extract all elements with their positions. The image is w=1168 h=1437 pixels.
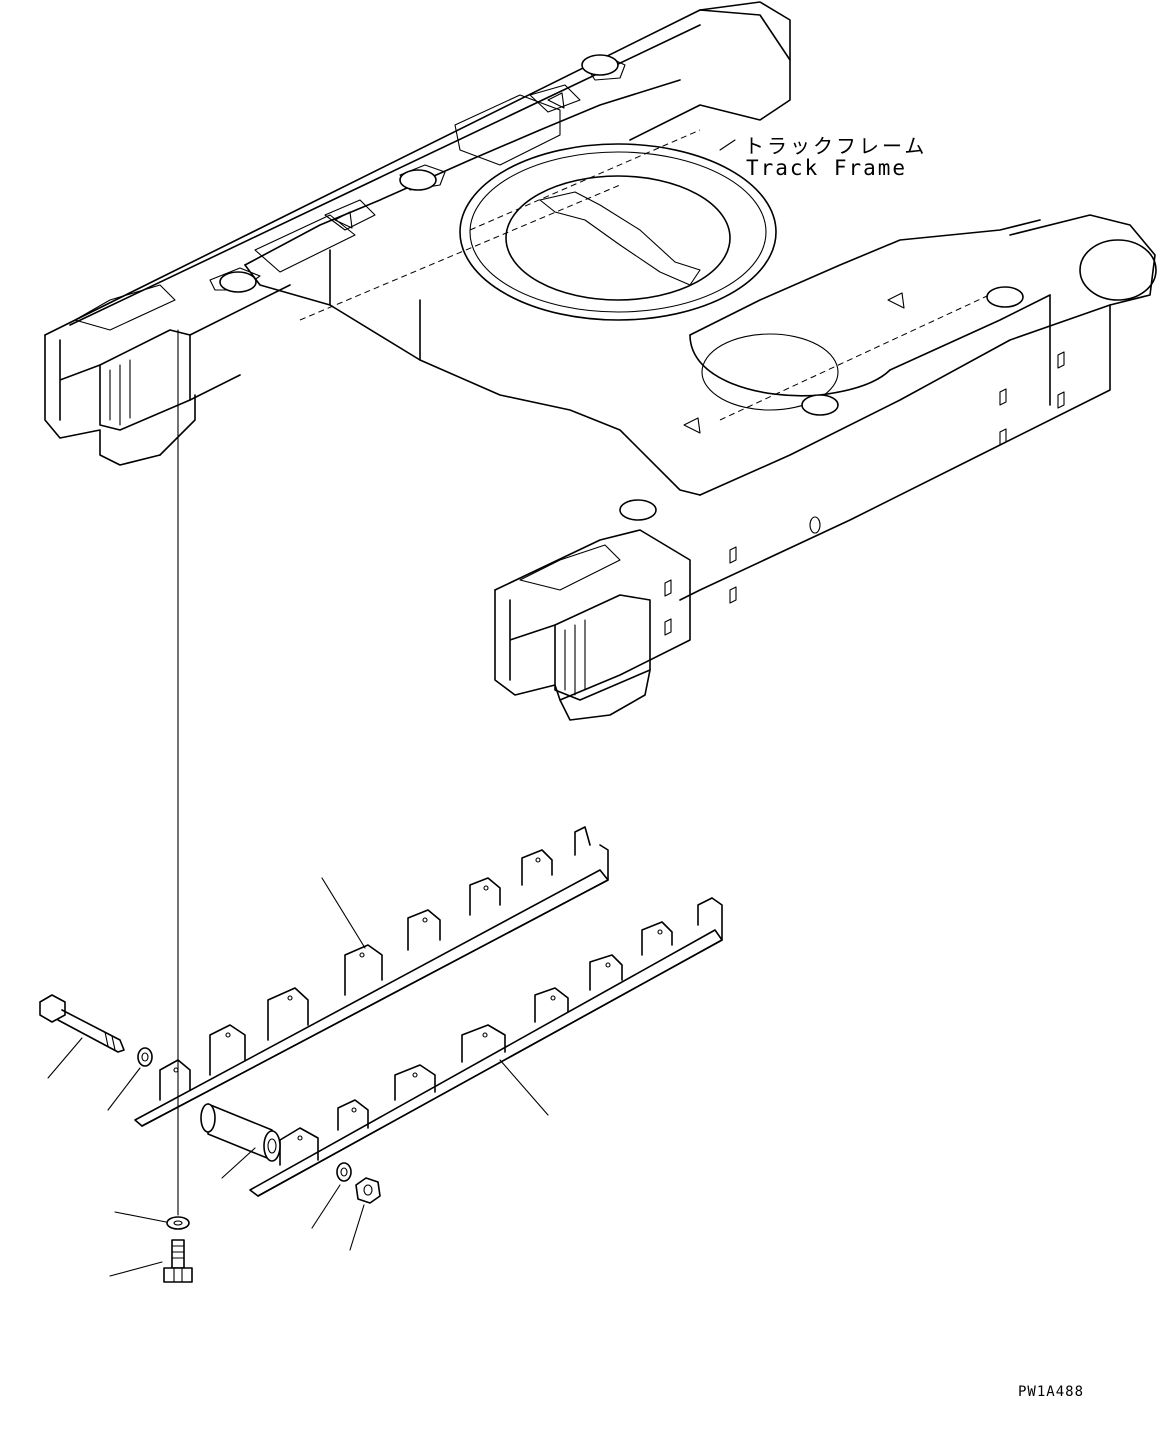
short-bolt [163, 1239, 193, 1283]
spacer-sleeve [200, 1103, 281, 1162]
track-guard-lower [249, 897, 723, 1197]
callout-leaders [47, 877, 549, 1277]
track-frame-label-en: Track Frame [746, 156, 908, 180]
track-guard-upper [134, 826, 609, 1127]
track-frame [44, 1, 1157, 721]
washer-lower [336, 1162, 352, 1182]
long-bolt [39, 994, 125, 1053]
drawing-code: PW1A488 [1018, 1384, 1085, 1400]
washer-upper [137, 1047, 153, 1067]
nut [355, 1177, 381, 1204]
track-frame-label-jp: トラックフレーム [744, 134, 928, 158]
washer-bottom [166, 1216, 190, 1230]
label-leader-track-frame [719, 139, 736, 151]
